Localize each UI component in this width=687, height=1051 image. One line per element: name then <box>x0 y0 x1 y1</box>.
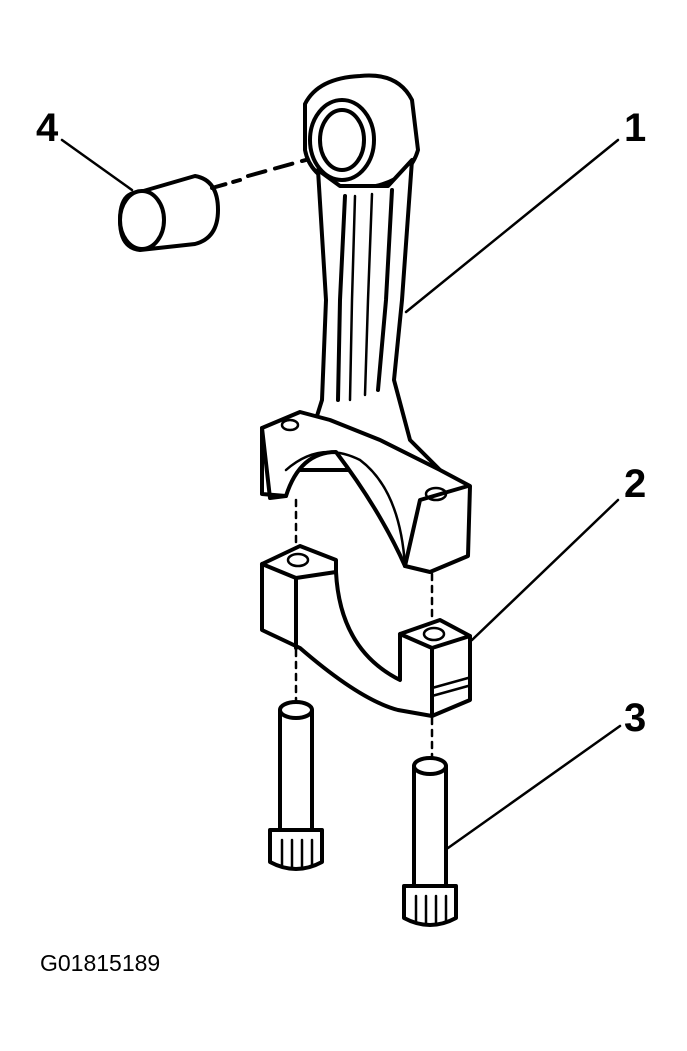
piston-pin-bushing <box>118 154 322 252</box>
callout-2: 2 <box>624 462 647 506</box>
connecting-rod-bolt-left <box>268 700 324 871</box>
callout-3: 3 <box>624 696 647 740</box>
figure-code: G01815189 <box>40 950 161 976</box>
connecting-rod <box>260 73 472 574</box>
leader-line-4 <box>60 138 134 192</box>
leader-line-2 <box>470 498 620 642</box>
connecting-rod-bolt-right <box>402 756 458 927</box>
callout-4: 4 <box>36 106 59 150</box>
leader-line-1 <box>404 138 620 314</box>
leader-line-3 <box>446 724 622 850</box>
connecting-rod-cap <box>260 544 472 718</box>
callout-1: 1 <box>624 106 647 150</box>
